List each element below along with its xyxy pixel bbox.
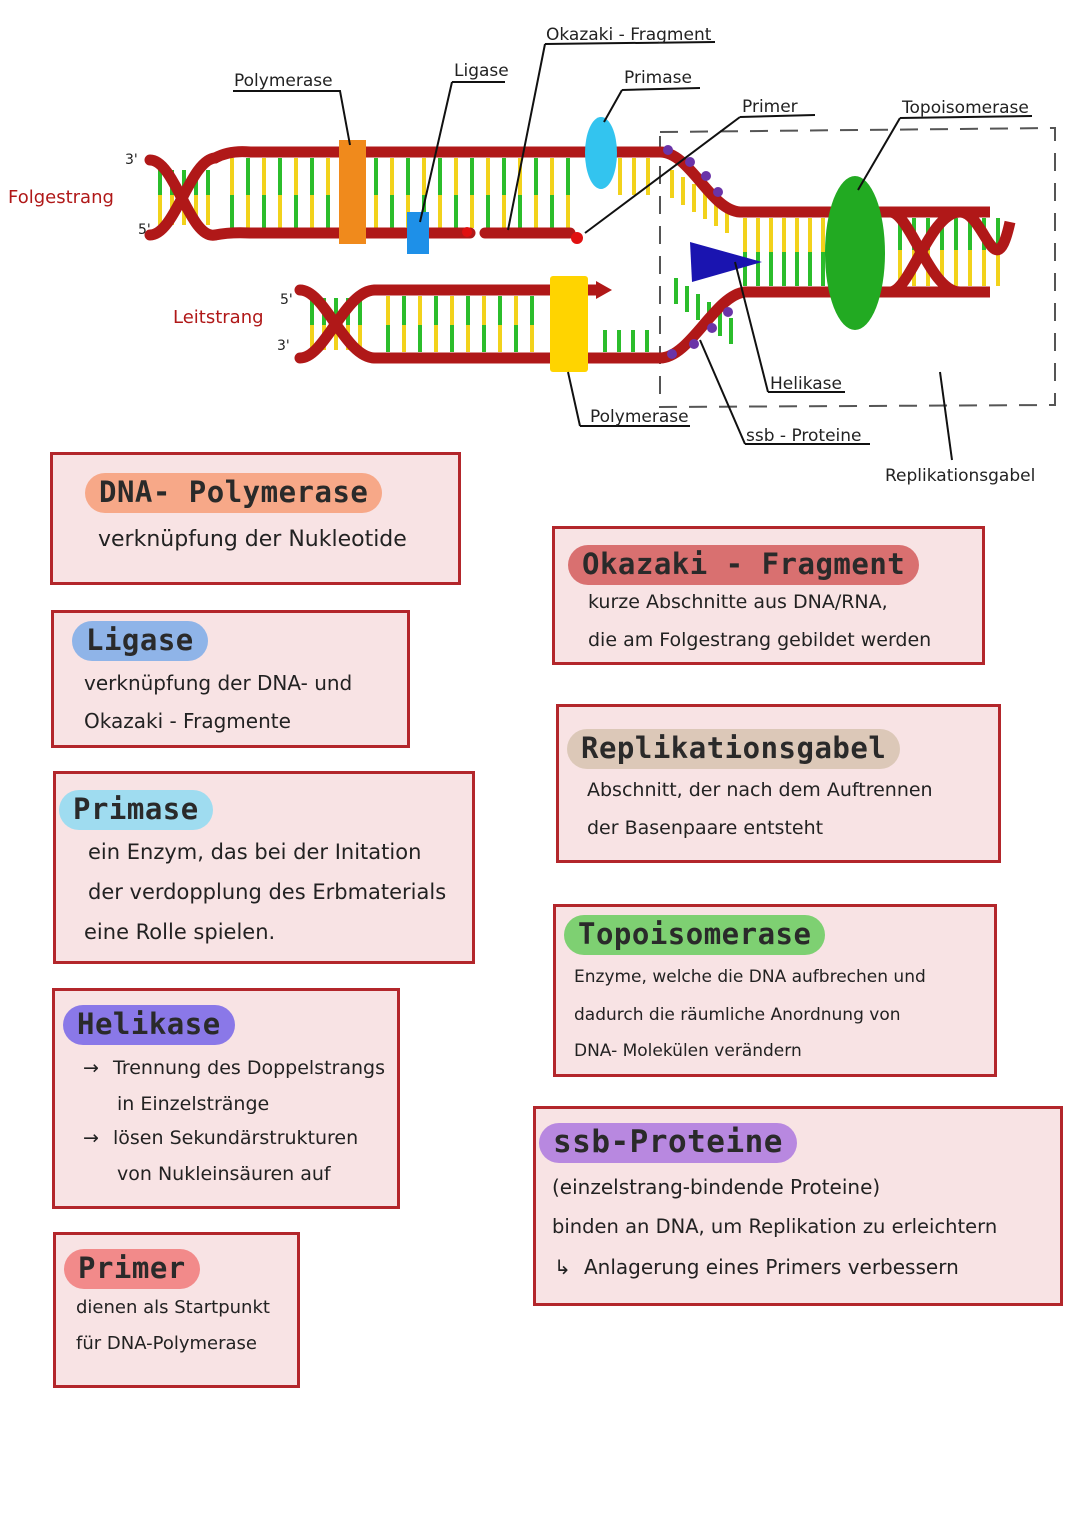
label-okazaki: Okazaki - Fragment (546, 25, 712, 45)
card-helikase-row-3: → lösen Sekundärstrukturen (83, 1127, 358, 1149)
card-polymerase-title: DNA- Polymerase (85, 473, 383, 513)
label-3-prime-bottom: 3' (277, 338, 290, 354)
card-gabel-title: Replikationsgabel (567, 729, 901, 769)
label-polymerase-top: Polymerase (234, 71, 333, 91)
label-topoisomerase: Topoisomerase (901, 98, 1029, 118)
card-okazaki-line-1: kurze Abschnitte aus DNA/RNA, (588, 591, 888, 613)
card-primer: Primer dienen als Startpunkt für DNA-Pol… (53, 1232, 300, 1388)
label-folgestrang: Folgestrang (8, 187, 114, 208)
card-okazaki: Okazaki - Fragment kurze Abschnitte aus … (552, 526, 985, 665)
card-primase: Primase ein Enzym, das bei der Initation… (53, 771, 475, 964)
card-helikase-line-4: von Nukleinsäuren auf (117, 1163, 331, 1185)
card-polymerase: DNA- Polymerase verknüpfung der Nukleoti… (50, 452, 461, 585)
card-helikase-line-2: in Einzelstränge (117, 1093, 270, 1115)
label-5-prime-bottom: 5' (280, 292, 293, 308)
helikase-shape (690, 242, 762, 282)
card-topo-line-3: DNA- Molekülen verändern (574, 1041, 802, 1061)
label-helikase: Helikase (770, 374, 842, 394)
card-primer-line-2: für DNA-Polymerase (76, 1333, 257, 1354)
card-primase-line-1: ein Enzym, das bei der Initation (88, 840, 422, 864)
card-primase-line-3: eine Rolle spielen. (84, 920, 276, 944)
card-ssb-row-3: ↳ Anlagerung eines Primers verbessern (554, 1255, 959, 1279)
card-okazaki-title: Okazaki - Fragment (568, 545, 920, 585)
card-polymerase-line-1: verknüpfung der Nukleotide (98, 527, 407, 552)
parental-dna (663, 145, 1016, 359)
card-ligase-line-1: verknüpfung der DNA- und (84, 671, 353, 695)
card-helikase-line-1: Trennung des Doppelstrangs (113, 1057, 386, 1079)
card-helikase-row-1: → Trennung des Doppelstrangs (83, 1057, 385, 1079)
dna-replication-diagram: Folgestrang Leitstrang 3' 5' 5' 3' Polym… (8, 25, 1056, 486)
card-topo-line-1: Enzyme, welche die DNA aufbrechen und (574, 967, 926, 987)
card-topo-line-2: dadurch die räumliche Anordnung von (574, 1005, 901, 1025)
label-ligase: Ligase (454, 61, 509, 81)
card-gabel-line-1: Abschnitt, der nach dem Auftrennen (587, 779, 933, 801)
card-primer-line-1: dienen als Startpunkt (76, 1297, 270, 1318)
label-leitstrang: Leitstrang (173, 307, 264, 328)
label-5-prime-top: 5' (138, 222, 151, 238)
card-replikationsgabel: Replikationsgabel Abschnitt, der nach de… (556, 704, 1001, 863)
arrow-icon: → (83, 1127, 99, 1149)
topoisomerase-shape (825, 176, 885, 330)
card-ssb-line-2: binden an DNA, um Replikation zu erleich… (552, 1215, 998, 1238)
arrow-icon: → (83, 1057, 99, 1079)
card-topo-title: Topoisomerase (564, 915, 826, 955)
card-ligase-line-2: Okazaki - Fragmente (84, 709, 291, 733)
ligase-shape (407, 212, 429, 254)
card-ligase-title: Ligase (72, 621, 208, 661)
label-polymerase-bottom: Polymerase (590, 407, 689, 427)
card-ssb-line-1: (einzelstrang-bindende Proteine) (552, 1175, 881, 1199)
card-helikase-title: Helikase (63, 1005, 235, 1045)
label-primer: Primer (742, 97, 798, 117)
arrow-icon: ↳ (554, 1255, 571, 1279)
polymerase-lagging (339, 140, 366, 244)
label-replikationsgabel: Replikationsgabel (885, 466, 1035, 486)
card-ssb: ssb-Proteine (einzelstrang-bindende Prot… (533, 1106, 1063, 1306)
card-ssb-line-3: Anlagerung eines Primers verbessern (584, 1255, 959, 1279)
card-ligase: Ligase verknüpfung der DNA- und Okazaki … (51, 610, 410, 748)
card-ssb-title: ssb-Proteine (539, 1123, 797, 1163)
card-helikase: Helikase → Trennung des Doppelstrangs in … (52, 988, 400, 1209)
replication-fork-box (659, 126, 1056, 409)
primase-shape (585, 117, 617, 189)
label-primase: Primase (624, 68, 692, 88)
card-topoisomerase: Topoisomerase Enzyme, welche die DNA auf… (553, 904, 997, 1077)
label-3-prime-top: 3' (125, 152, 138, 168)
card-helikase-line-3: lösen Sekundärstrukturen (113, 1127, 359, 1149)
card-primer-title: Primer (64, 1249, 200, 1289)
card-okazaki-line-2: die am Folgestrang gebildet werden (588, 629, 932, 651)
card-gabel-line-2: der Basenpaare entsteht (587, 817, 824, 839)
card-primase-title: Primase (59, 790, 213, 830)
leading-strand (294, 276, 836, 372)
polymerase-leading (550, 276, 588, 372)
label-ssb: ssb - Proteine (746, 426, 862, 446)
card-primase-line-2: der verdopplung des Erbmaterials (88, 880, 447, 904)
